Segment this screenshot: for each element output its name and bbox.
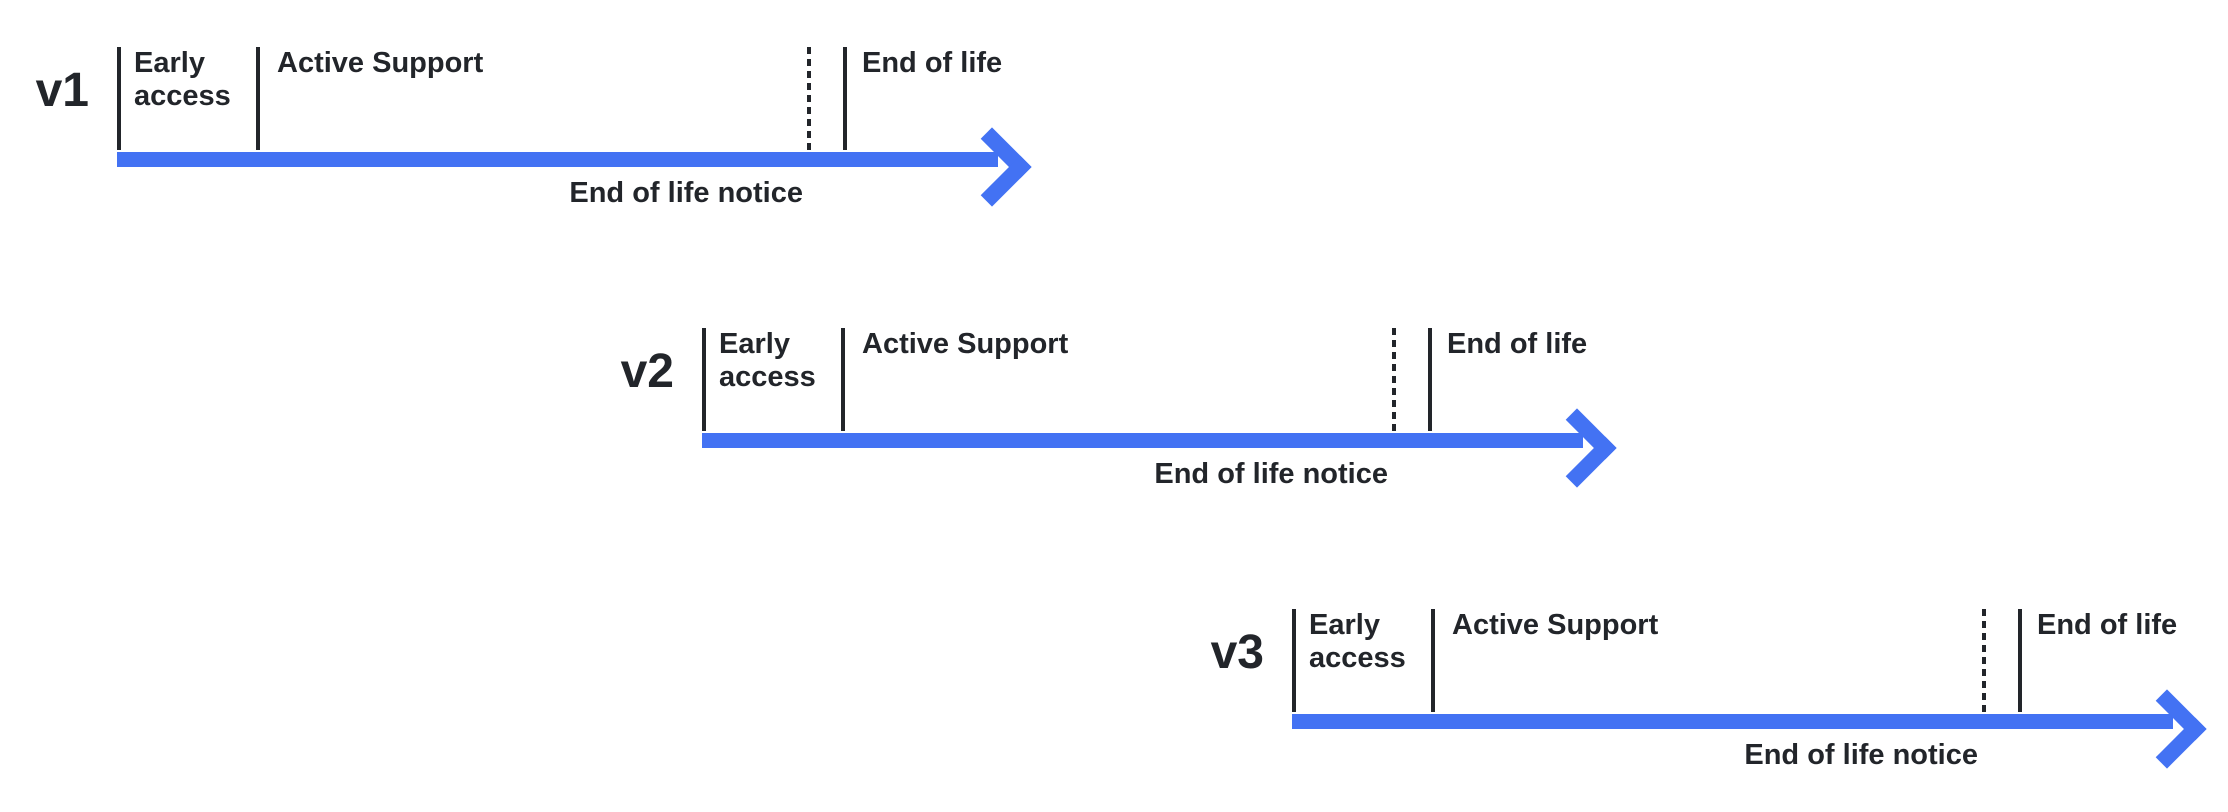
arrow-right-icon	[952, 127, 1032, 207]
active-support-label: Active Support	[277, 47, 484, 79]
end-of-life-tick	[1428, 328, 1432, 431]
early-access-label: Early access	[719, 328, 816, 394]
end-of-life-label: End of life	[2037, 609, 2178, 641]
timeline-bar	[117, 152, 998, 167]
end-of-life-label: End of life	[1447, 328, 1588, 360]
arrow-right-icon	[2127, 689, 2207, 769]
version-label: v3	[1210, 626, 1264, 679]
eol-notice-dashed-line	[1392, 328, 1396, 431]
arrow-right-icon	[1537, 408, 1617, 488]
end-of-life-tick	[843, 47, 847, 150]
timeline-bar	[1292, 714, 2173, 729]
early-access-label: Early access	[134, 47, 231, 113]
eol-notice-label: End of life notice	[569, 177, 803, 209]
active-support-start-tick	[256, 47, 260, 150]
early-access-start-tick	[117, 47, 121, 150]
timeline-row-v1: v1 Early access Active Support End of li…	[36, 47, 1067, 222]
active-support-label: Active Support	[862, 328, 1069, 360]
end-of-life-tick	[2018, 609, 2022, 712]
early-access-start-tick	[702, 328, 706, 431]
end-of-life-label: End of life	[862, 47, 1003, 79]
version-label: v2	[620, 345, 674, 398]
active-support-start-tick	[1431, 609, 1435, 712]
active-support-start-tick	[841, 328, 845, 431]
eol-notice-label: End of life notice	[1744, 739, 1978, 771]
version-label: v1	[35, 64, 89, 117]
early-access-start-tick	[1292, 609, 1296, 712]
eol-notice-dashed-line	[1982, 609, 1986, 712]
active-support-label: Active Support	[1452, 609, 1659, 641]
timeline-row-v3: v3 Early access Active Support End of li…	[1211, 609, 2228, 784]
timeline-row-v2: v2 Early access Active Support End of li…	[621, 328, 1652, 503]
early-access-label: Early access	[1309, 609, 1406, 675]
eol-notice-dashed-line	[807, 47, 811, 150]
timeline-bar	[702, 433, 1583, 448]
eol-notice-label: End of life notice	[1154, 458, 1388, 490]
